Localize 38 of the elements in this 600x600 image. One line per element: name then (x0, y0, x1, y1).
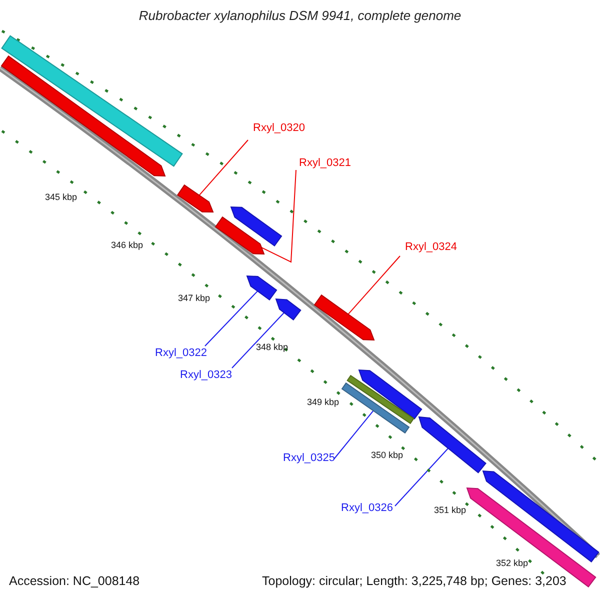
gene-feature (1, 35, 183, 167)
kbp-label: 350 kbp (371, 450, 404, 460)
kbp-label: 348 kbp (256, 342, 288, 352)
leader-line (232, 312, 285, 368)
gene-feature (176, 184, 214, 213)
gene-feature (418, 416, 486, 474)
gene-label: Rxyl_0322 (155, 347, 207, 360)
accession-label: Accession: NC_008148 (9, 574, 140, 588)
gene-feature (346, 374, 414, 424)
gene-feature (314, 294, 375, 341)
title: Rubrobacter xylanophilus DSM 9941, complete genome (138, 9, 462, 24)
leader-line (198, 140, 248, 196)
leader-line (348, 256, 400, 315)
gene-feature (230, 206, 282, 247)
leader-line (334, 410, 374, 460)
gene-label: Rxyl_0323 (180, 369, 232, 382)
genome-info-label: Topology: circular; Length: 3,225,748 bp; Genes: 3,203 (262, 574, 566, 588)
gene-feature (246, 275, 278, 301)
gene-label: Rxyl_0320 (253, 122, 305, 135)
kbp-label: 347 kbp (178, 293, 210, 304)
gene-feature (0, 55, 166, 177)
gene-label: Rxyl_0321 (299, 157, 351, 170)
gene-feature (275, 298, 302, 320)
gene-feature (466, 487, 596, 588)
leader-line (204, 290, 258, 346)
kbp-label: 346 kbp (111, 240, 144, 250)
gene-feature (341, 382, 410, 434)
gene-label: Rxyl_0325 (283, 452, 335, 465)
kbp-label: 351 kbp (434, 505, 466, 516)
kbp-label: 352 kbp (496, 558, 528, 568)
gene-feature (358, 369, 422, 420)
gene-label: Rxyl_0324 (405, 241, 457, 254)
gene-label: Rxyl_0326 (341, 502, 393, 515)
kbp-label: 349 kbp (307, 397, 340, 408)
leader-line (394, 448, 449, 506)
kbp-label: 345 kbp (45, 192, 78, 202)
leader-line (260, 170, 296, 263)
gene-feature (214, 216, 265, 255)
